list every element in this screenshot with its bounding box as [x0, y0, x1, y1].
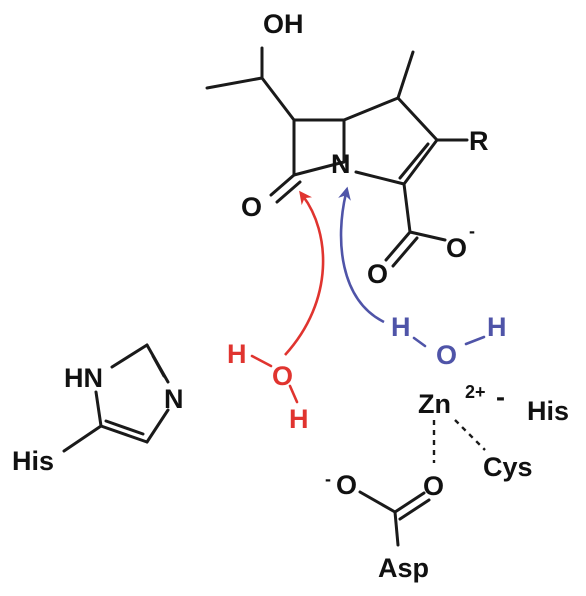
- zinc-cys-coordination: [454, 419, 486, 451]
- bond-carbonyl-2: [275, 180, 302, 204]
- asp-oxygen-charged-label: O: [336, 470, 357, 500]
- water-red-h1: H: [227, 339, 247, 369]
- bond-c2-c3-inner: [398, 142, 430, 180]
- asp-bond-o-double-1: [393, 491, 426, 514]
- bond-c2-c3-outer: [402, 138, 439, 186]
- imidazole-bond-c5-his: [62, 424, 103, 453]
- bond-c3-n: [354, 170, 406, 186]
- ring-nitrogen-label: N: [331, 149, 351, 179]
- carboxylate-charge: -: [469, 221, 475, 241]
- water-blue-bond-2: [464, 335, 486, 346]
- histidine-imidazole: HN N His: [12, 343, 184, 476]
- asp-oxygen-label: O: [423, 471, 444, 501]
- red-attack-arrow: [284, 190, 325, 356]
- zinc-his-dash: -: [496, 382, 505, 412]
- asp-o-charge: -: [325, 469, 331, 489]
- hydroxyl-label: OH: [263, 9, 304, 39]
- asp-bond-o-minus: [358, 490, 397, 514]
- bond-c5-c1: [342, 96, 400, 122]
- imidazole-bond-c5-nh: [94, 390, 103, 428]
- bond-c1-methyl: [396, 50, 415, 100]
- carboxylate-oxygen-double-label: O: [367, 259, 388, 289]
- water-molecule-blue: H O H: [391, 312, 507, 370]
- carbonyl-oxygen-label: O: [241, 192, 262, 222]
- imidazole-nh-label: HN: [64, 363, 103, 393]
- water-red-h2: H: [289, 404, 309, 434]
- zinc-label: Zn: [418, 389, 451, 419]
- bond-methyl-ch: [205, 76, 264, 90]
- imidazole-bond-c4-c5-inner: [104, 419, 145, 436]
- aspartate-label: Asp: [378, 553, 429, 583]
- asp-bond-o-double-2: [398, 498, 431, 521]
- bond-carbonyl-1: [269, 173, 296, 197]
- water-red-bond-1: [250, 354, 273, 368]
- zinc-active-site: Zn 2+ - His Cys - O O Asp: [325, 382, 569, 583]
- water-red-o: O: [272, 361, 293, 391]
- zinc-his-label: His: [527, 396, 569, 426]
- imidazole-bond-c4-c5-outer: [99, 424, 149, 444]
- imidazole-bond-c2-n3-inner: [151, 354, 166, 378]
- water-red-bond-2: [288, 384, 299, 404]
- water-blue-h2: H: [487, 312, 507, 342]
- bond-carboxyl-o-double-2: [391, 236, 419, 268]
- water-blue-h1: H: [391, 312, 411, 342]
- histidine-label: His: [12, 446, 54, 476]
- r-group-label: R: [469, 126, 489, 156]
- water-blue-o: O: [436, 340, 457, 370]
- carbapenem-molecule: OH R N O O O -: [205, 9, 489, 289]
- bond-ch-c6: [260, 76, 296, 122]
- beta-lactam-ring: [292, 118, 346, 177]
- asp-bond-c-asp: [393, 510, 400, 547]
- bond-c1-c2: [396, 96, 439, 142]
- imidazole-n-label: N: [164, 384, 184, 414]
- carboxylate-oxygen-single-label: O: [446, 233, 467, 263]
- imidazole-bond-nh-c2: [110, 343, 149, 369]
- blue-attack-arrow: [338, 186, 385, 324]
- water-blue-bond-1: [412, 336, 427, 348]
- bond-carboxyl-o-double-1: [384, 230, 412, 262]
- cysteine-label: Cys: [483, 452, 533, 482]
- water-molecule-red: H O H: [227, 339, 309, 434]
- imidazole-bond-n3-c4: [145, 408, 170, 444]
- zinc-charge: 2+: [465, 382, 486, 402]
- bond-c3-carboxyl: [402, 182, 412, 234]
- bond-carboxyl-o-single: [408, 230, 447, 242]
